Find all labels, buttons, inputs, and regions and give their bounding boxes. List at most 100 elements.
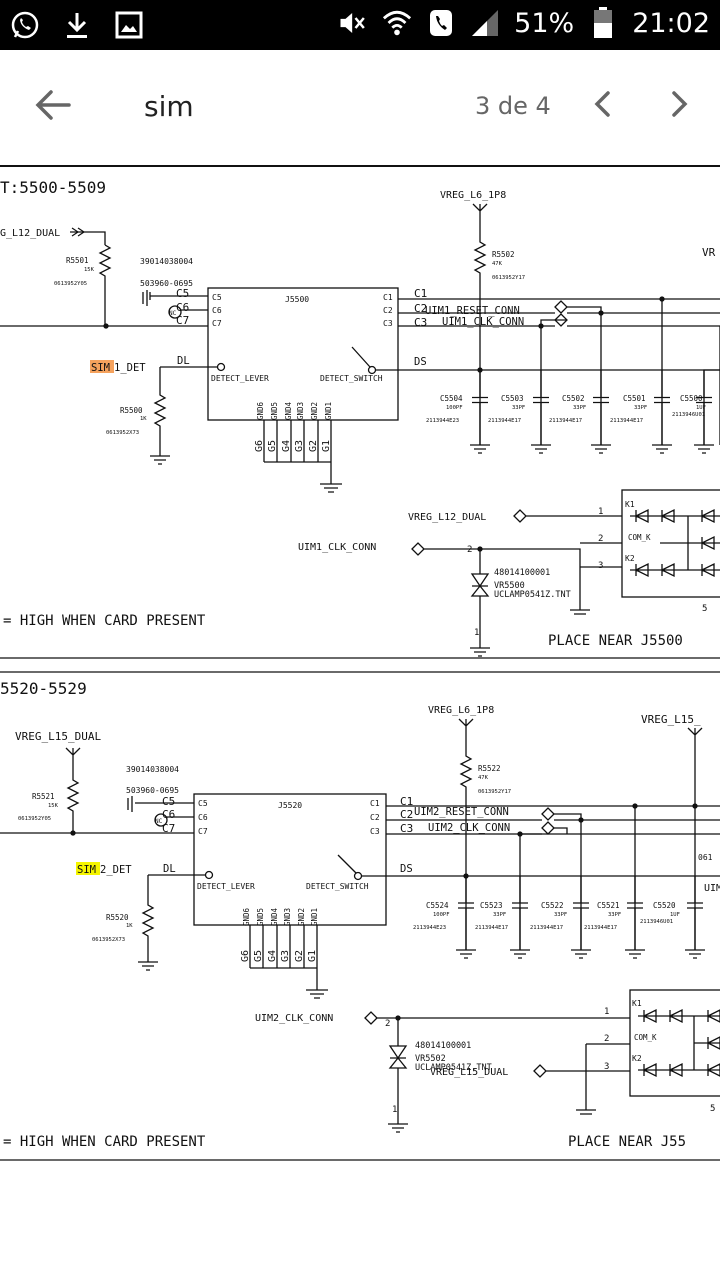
phone-icon	[426, 6, 456, 40]
svg-text:R5500: R5500	[120, 406, 143, 415]
svg-text:COM_K: COM_K	[628, 533, 651, 542]
next-page-button[interactable]	[660, 82, 700, 126]
svg-text:C7: C7	[212, 319, 222, 328]
svg-text:2: 2	[467, 545, 472, 555]
net-label: UIM1_RESET_CONN	[425, 305, 520, 317]
mute-icon	[338, 6, 368, 40]
svg-text:UIM2_CLK_CONN: UIM2_CLK_CONN	[255, 1013, 333, 1024]
svg-text:UCLAMP0541Z.TNT: UCLAMP0541Z.TNT	[415, 1063, 492, 1073]
svg-text:VREG_L12_DUAL: VREG_L12_DUAL	[408, 512, 486, 523]
capacitor-symbol	[685, 876, 705, 959]
svg-text:C6: C6	[176, 301, 189, 314]
net-label: UIM1_CLK_CONN	[442, 316, 524, 328]
svg-text:C1: C1	[400, 795, 413, 808]
part-label: 39014038004	[140, 257, 193, 266]
svg-text:47K: 47K	[478, 775, 489, 781]
svg-text:503960-0695: 503960-0695	[126, 786, 179, 795]
svg-text:NC: NC	[155, 818, 163, 825]
svg-text:DETECT_LEVER: DETECT_LEVER	[197, 882, 255, 891]
svg-text:2113944E17: 2113944E17	[549, 418, 582, 424]
clock: 21:02	[632, 7, 710, 39]
svg-text:C7: C7	[176, 314, 189, 327]
svg-text:DETECT_SWITCH: DETECT_SWITCH	[320, 374, 383, 383]
svg-text:0613952Y17: 0613952Y17	[492, 275, 525, 281]
previous-page-button[interactable]	[582, 82, 622, 126]
svg-text:3: 3	[604, 1062, 609, 1072]
svg-text:R5520: R5520	[106, 913, 129, 922]
svg-text:G1: G1	[307, 950, 318, 962]
wifi-icon	[382, 6, 412, 40]
svg-text:1UF: 1UF	[670, 912, 680, 918]
search-match: SIM	[77, 864, 96, 876]
svg-text:C5500: C5500	[680, 394, 703, 403]
svg-text:1: 1	[604, 1007, 609, 1017]
svg-text:GND1: GND1	[310, 908, 319, 926]
svg-text:GND4: GND4	[284, 401, 293, 420]
svg-text:33PF: 33PF	[512, 405, 525, 411]
image-icon	[114, 8, 144, 42]
svg-text:= HIGH WHEN CARD PRESENT: = HIGH WHEN CARD PRESENT	[3, 1134, 206, 1150]
svg-text:UCLAMP0541Z.TNT: UCLAMP0541Z.TNT	[494, 590, 571, 600]
schematic-section-bottom: 5520-5529 VREG_L15_DUAL R5521 15K 061395…	[0, 679, 720, 1150]
svg-text:C7: C7	[162, 822, 175, 835]
svg-text:G5: G5	[267, 440, 278, 452]
svg-text:0613952X73: 0613952X73	[92, 937, 125, 943]
svg-text:DL: DL	[177, 355, 190, 367]
capacitor-symbol	[470, 370, 490, 454]
svg-text:GND6: GND6	[256, 401, 265, 420]
svg-text:0613952Y17: 0613952Y17	[478, 789, 511, 795]
svg-text:C3: C3	[383, 319, 393, 328]
schematic-section-top: T:5500-5509 G_L12_DUAL R5501 15K 0613952…	[0, 178, 720, 657]
chevron-right-icon	[672, 91, 688, 117]
svg-text:VREG_L15_DUAL: VREG_L15_DUAL	[430, 1067, 508, 1078]
svg-text:C3: C3	[400, 822, 413, 835]
svg-text:2: 2	[598, 534, 603, 544]
capacitor-symbol	[625, 876, 645, 959]
svg-text:48014100001: 48014100001	[494, 568, 550, 578]
app-bar: sim 3 de 4	[0, 50, 720, 162]
svg-text:K2: K2	[632, 1054, 642, 1063]
svg-text:UIM1_CLK_CONN: UIM1_CLK_CONN	[298, 542, 376, 553]
svg-text:0613952X73: 0613952X73	[106, 430, 139, 436]
svg-text:C5: C5	[198, 799, 208, 808]
svg-text:47K: 47K	[492, 261, 503, 267]
svg-text:DS: DS	[400, 863, 413, 875]
svg-text:G5: G5	[253, 950, 264, 962]
svg-text:15K: 15K	[48, 803, 59, 809]
pdf-page[interactable]: T:5500-5509 G_L12_DUAL R5501 15K 0613952…	[0, 162, 720, 1162]
svg-text:K1: K1	[632, 999, 642, 1008]
svg-text:R5502: R5502	[492, 250, 515, 259]
status-bar: 51% 21:02	[0, 0, 720, 50]
svg-text:G1: G1	[321, 440, 332, 452]
svg-text:C5521: C5521	[597, 901, 620, 910]
svg-text:2113944E17: 2113944E17	[488, 418, 521, 424]
svg-text:K1: K1	[625, 500, 635, 509]
svg-text:C5523: C5523	[480, 901, 503, 910]
search-highlight	[90, 360, 114, 373]
svg-text:VR: VR	[702, 246, 716, 259]
svg-text:G4: G4	[267, 950, 278, 962]
capacitor-symbol	[652, 370, 672, 454]
svg-text:C5: C5	[212, 293, 222, 302]
ref-label: R5501	[66, 256, 89, 265]
svg-text:1K: 1K	[140, 416, 147, 422]
capacitor-symbol	[510, 876, 530, 959]
svg-text:C6: C6	[212, 306, 222, 315]
whatsapp-icon	[10, 8, 40, 42]
svg-text:G2: G2	[308, 440, 319, 452]
download-icon	[62, 8, 92, 42]
capacitor-symbol	[694, 370, 714, 454]
svg-text:C5522: C5522	[541, 901, 564, 910]
svg-text:GND5: GND5	[256, 908, 265, 926]
svg-text:DETECT_SWITCH: DETECT_SWITCH	[306, 882, 369, 891]
svg-text:COM_K: COM_K	[634, 1033, 657, 1042]
back-button[interactable]	[28, 80, 78, 130]
svg-text:C1: C1	[414, 287, 427, 300]
svg-text:GND3: GND3	[296, 402, 305, 420]
svg-text:C5520: C5520	[653, 901, 676, 910]
svg-text:33PF: 33PF	[573, 405, 586, 411]
svg-text:33PF: 33PF	[554, 912, 567, 918]
svg-text:GND6: GND6	[242, 907, 251, 926]
svg-text:2113944E17: 2113944E17	[475, 925, 508, 931]
svg-text:39014038004: 39014038004	[126, 765, 179, 774]
